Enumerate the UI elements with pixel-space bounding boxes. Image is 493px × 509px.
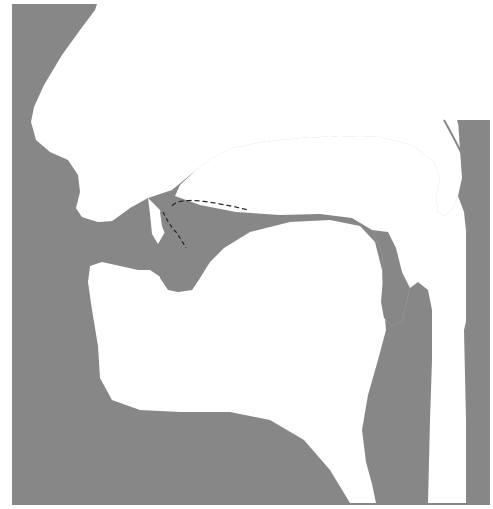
vocal-tract-diagram [0, 0, 493, 509]
vocal-tract-svg [0, 0, 493, 509]
